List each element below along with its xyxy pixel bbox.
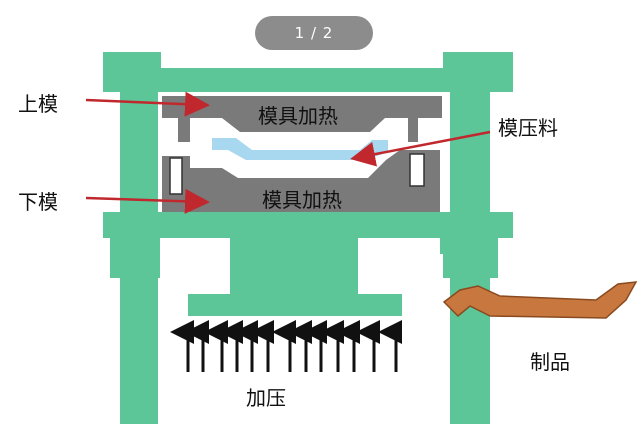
- frame-right-collar: [440, 238, 498, 254]
- lower-mold-guide-left: [169, 157, 183, 195]
- lower-mold-guide-right: [409, 153, 425, 187]
- label-product: 制品: [530, 350, 570, 374]
- frame-left-collar: [110, 238, 160, 254]
- compound-arrow: [350, 130, 491, 167]
- frame-right-cap: [443, 52, 513, 92]
- label-molding-compound: 模压料: [498, 116, 558, 140]
- label-mold-heating-bottom: 模具加热: [262, 188, 342, 212]
- molding-compound: [212, 138, 388, 160]
- upper-mold-arrow: [85, 91, 210, 117]
- upper-mold: [162, 96, 442, 142]
- frame-left-collar-lower: [110, 254, 160, 278]
- label-pressure: 加压: [246, 386, 286, 410]
- press-frame: [103, 52, 513, 424]
- frame-left-cap: [103, 52, 161, 92]
- press-ram: [230, 238, 358, 298]
- frame-middle-beam: [103, 212, 513, 238]
- frame-right-collar-lower: [443, 254, 498, 278]
- pressure-arrows: [170, 320, 402, 372]
- page-indicator[interactable]: 1 / 2: [255, 16, 373, 50]
- product-part: [442, 281, 638, 319]
- lower-mold: [162, 150, 440, 212]
- label-lower-mold: 下模: [18, 190, 58, 214]
- label-mold-heating-top: 模具加热: [258, 104, 338, 128]
- press-ram-base: [188, 294, 402, 316]
- label-upper-mold: 上模: [18, 92, 58, 116]
- frame-left-leg: [120, 278, 158, 424]
- lower-mold-arrow: [85, 188, 210, 214]
- page-indicator-text: 1 / 2: [294, 24, 334, 42]
